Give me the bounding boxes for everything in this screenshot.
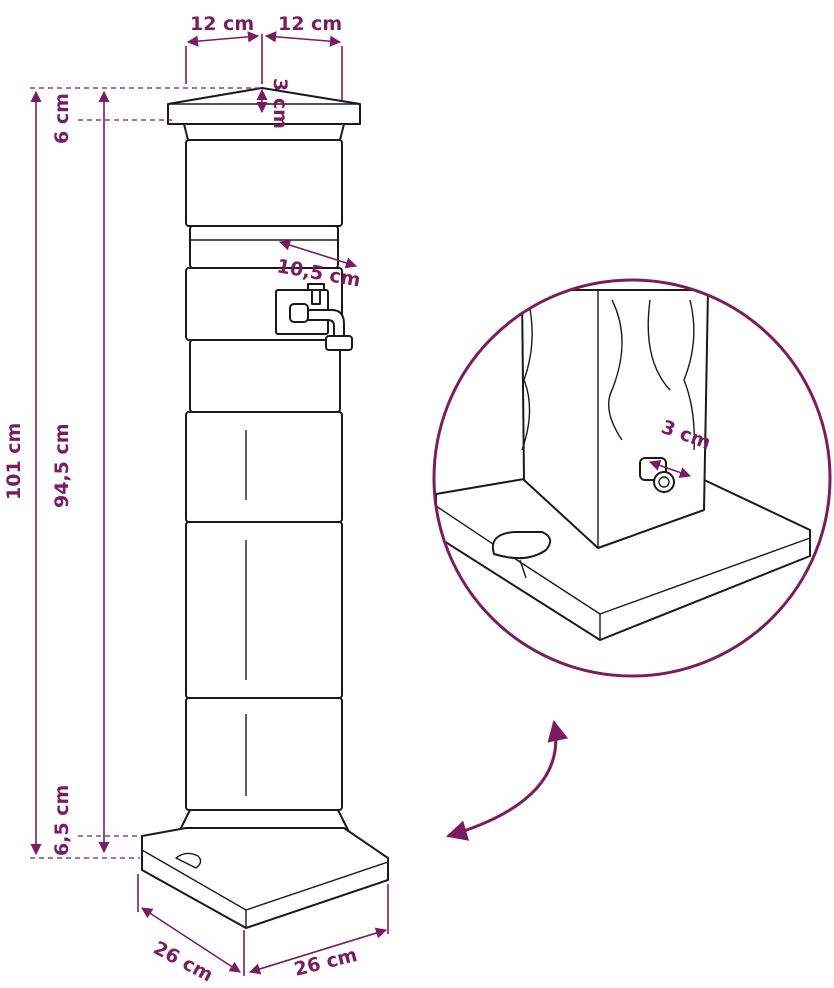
- column-segment-4: [189, 339, 341, 413]
- column-cap-rim: [183, 123, 345, 141]
- arrow-icon: [141, 907, 241, 973]
- column-segment-5: [185, 411, 343, 523]
- top-width-left-label: 12 cm: [190, 13, 254, 35]
- zoom-circle-outline: [432, 278, 832, 678]
- column-cap: [167, 87, 361, 125]
- total-height-label: 101 cm: [3, 423, 25, 500]
- arrow-icon: [264, 31, 342, 47]
- tap-icon: [275, 283, 353, 351]
- curved-arrow-icon: [445, 719, 569, 841]
- body-height-label: 94,5 cm: [51, 423, 73, 508]
- base-width-right-label: 26 cm: [292, 944, 360, 981]
- top-width-right-label: 12 cm: [278, 13, 342, 35]
- base-drain-slot: [175, 852, 202, 869]
- zoom-drain-slot: [492, 531, 552, 560]
- arrow-icon: [248, 927, 388, 975]
- water-column-illustration: [141, 87, 389, 929]
- detail-zoom-circle: 3 cm: [432, 278, 832, 678]
- base-width-left-label: 26 cm: [150, 937, 217, 987]
- column-base-plate: [141, 827, 389, 929]
- column-segment-7: [185, 697, 343, 811]
- base-height-label: 6,5 cm: [51, 785, 73, 856]
- cap-height-label: 3 cm: [269, 78, 291, 129]
- column-segment-1: [185, 139, 343, 227]
- cap-offset-label: 6 cm: [51, 93, 73, 144]
- column-segment-6: [185, 521, 343, 699]
- arrow-icon: [648, 460, 692, 478]
- arrow-icon: [186, 31, 260, 47]
- arrow-icon: [278, 239, 358, 269]
